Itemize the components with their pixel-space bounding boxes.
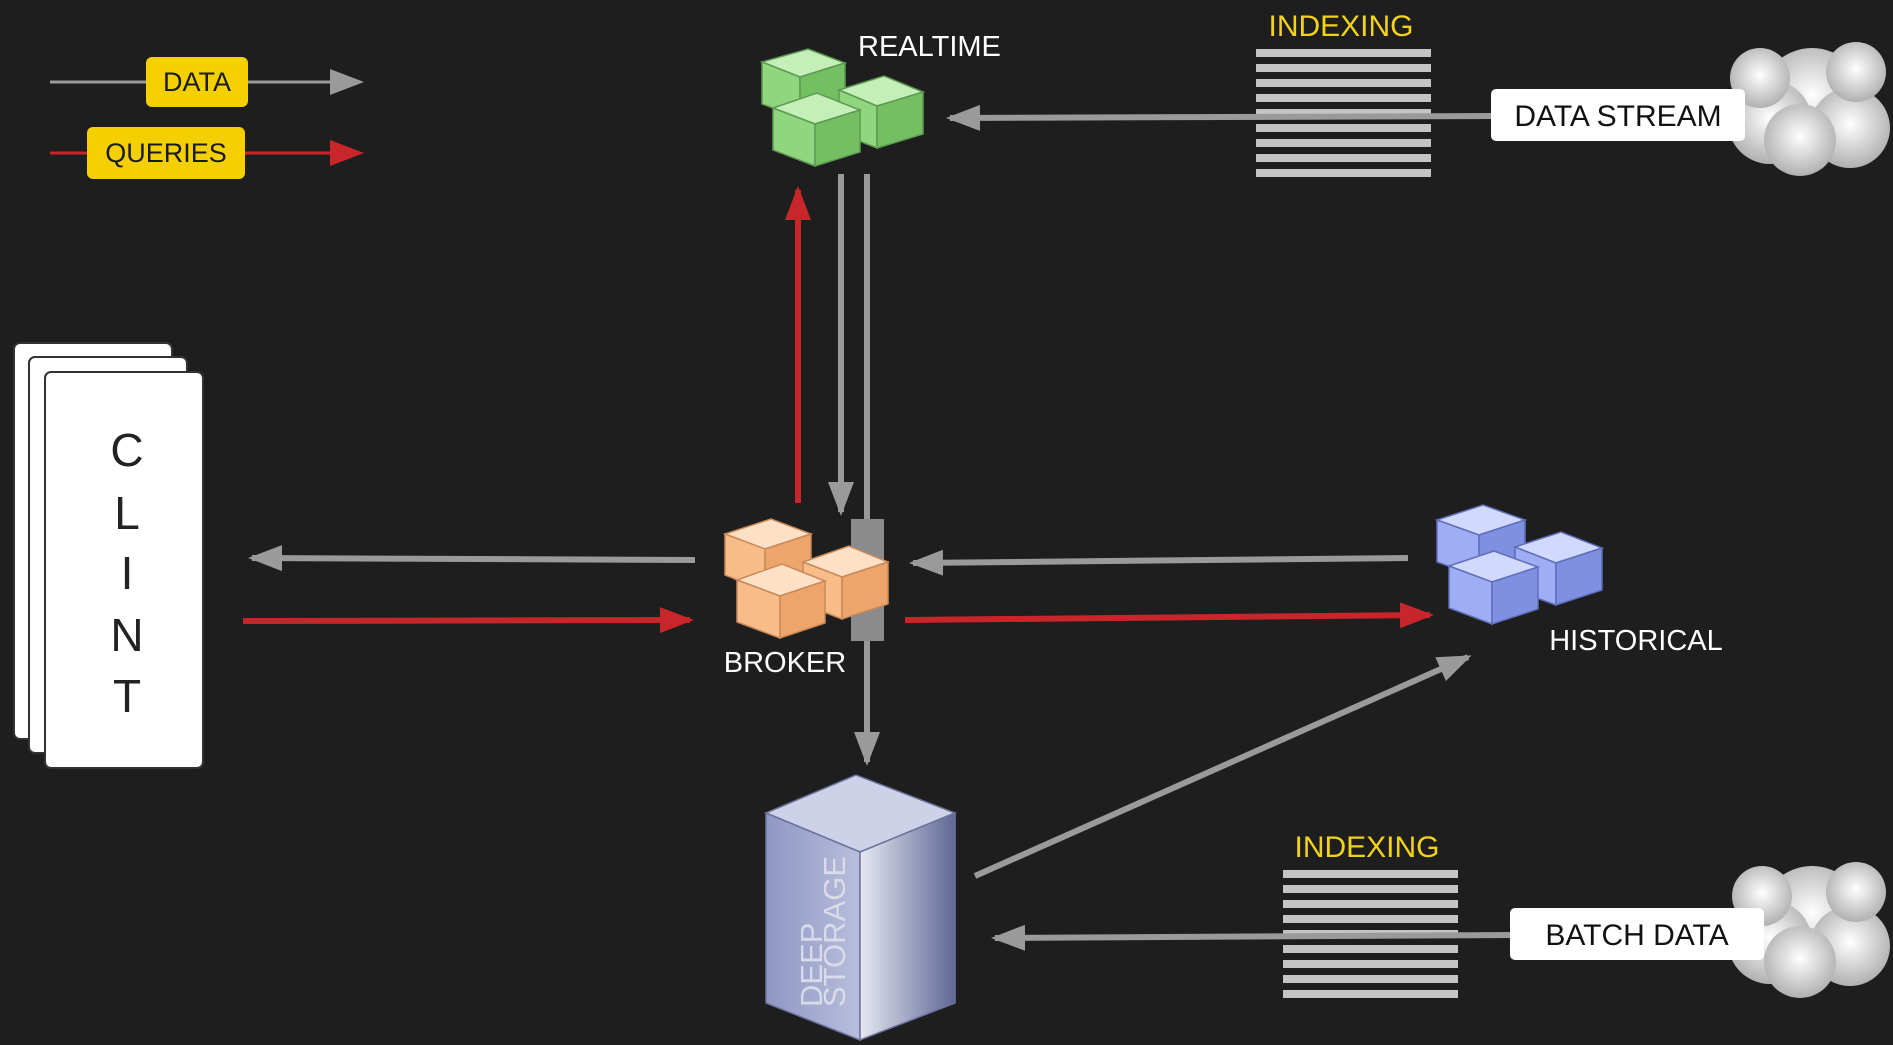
batch-data-label: BATCH DATA <box>1545 919 1728 952</box>
deep-storage-to-historical-arrow <box>973 654 1472 879</box>
client-letter-l: L <box>114 487 140 539</box>
batch-data-to-deep-storage-arrow <box>991 924 1516 951</box>
indexing-bottom: INDEXING <box>1283 831 1458 998</box>
legend-queries-label: QUERIES <box>105 138 227 168</box>
batch-data-source: BATCH DATA <box>991 862 1890 998</box>
historical-cubes-icon <box>1434 504 1605 626</box>
batch-data-box <box>1510 908 1764 960</box>
realtime-label: REALTIME <box>858 31 1001 63</box>
client-letter-i: I <box>121 547 134 599</box>
broker-label: BROKER <box>724 647 846 679</box>
legend-data-badge <box>146 57 248 107</box>
data-stream-cloud-icon <box>1728 42 1890 176</box>
data-stream-to-realtime-arrow <box>946 104 1496 131</box>
broker-node: BROKER <box>722 518 891 679</box>
deep-storage-label-line2: STORAGE <box>817 856 852 1007</box>
broker-to-client-data-arrow <box>248 545 696 572</box>
data-stream-box <box>1491 89 1745 141</box>
indexing-bottom-label: INDEXING <box>1294 831 1439 864</box>
broker-cubes-icon <box>722 518 891 640</box>
broker-to-historical-query-arrow <box>904 602 1434 629</box>
client-letter-t: T <box>113 670 141 722</box>
realtime-node: REALTIME <box>759 31 1001 168</box>
client-card-front <box>44 371 204 769</box>
deep-storage-label-line1: DEEP <box>794 923 829 1007</box>
data-stream-source: DATA STREAM <box>946 42 1890 176</box>
realtime-cubes-icon <box>759 48 926 168</box>
client-node: C L I N T <box>13 342 204 769</box>
client-to-broker-query-arrow <box>242 607 694 634</box>
legend-data-label: DATA <box>163 67 231 97</box>
legend: DATA QUERIES <box>50 57 364 179</box>
client-letter-n: N <box>110 609 143 661</box>
indexing-top-label: INDEXING <box>1268 10 1413 43</box>
indexing-top: INDEXING <box>1256 10 1431 177</box>
indexing-top-stripes <box>1256 49 1431 177</box>
historical-to-broker-data-arrow <box>909 549 1409 576</box>
deep-storage-node: DEEP STORAGE <box>764 774 958 1042</box>
legend-queries-badge <box>87 127 245 179</box>
historical-node: HISTORICAL <box>1434 504 1723 657</box>
deep-storage-side <box>859 811 956 1042</box>
client-letter-c: C <box>110 424 143 476</box>
data-stream-label: DATA STREAM <box>1514 100 1721 133</box>
historical-label: HISTORICAL <box>1549 625 1723 657</box>
